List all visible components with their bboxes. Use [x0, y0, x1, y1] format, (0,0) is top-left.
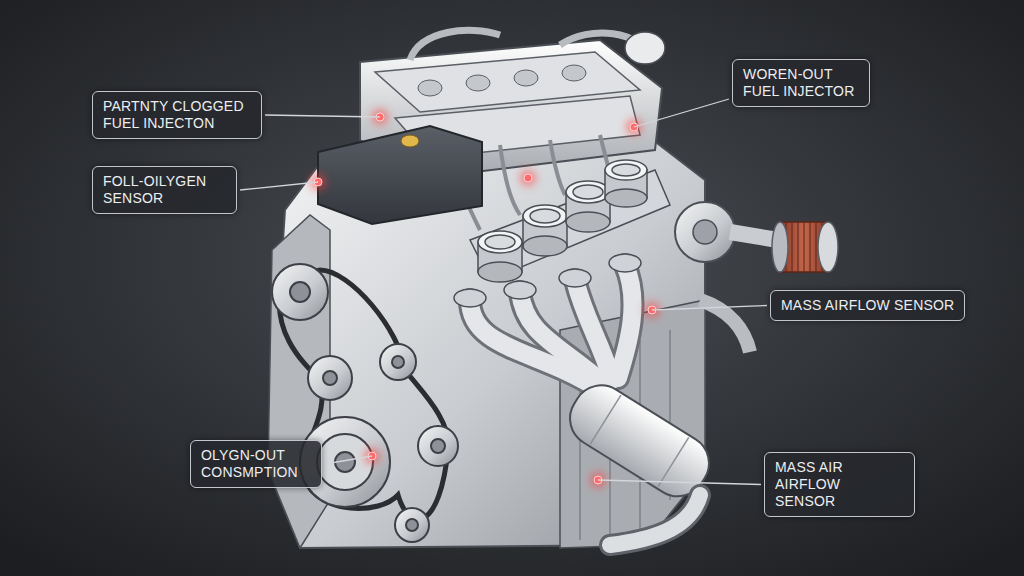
throttle-body	[625, 32, 665, 64]
leader-line	[265, 115, 380, 117]
exhaust-outlet	[610, 495, 700, 545]
pistons	[478, 160, 647, 282]
callout-label: MASS AIRFLOW SENSOR	[781, 297, 954, 314]
callout-box: MASS AIR AIRFLOW SENSOR	[764, 452, 915, 517]
callout-label: PARTNTY CLOGGED FUEL INJECTON	[103, 98, 251, 132]
callout-box: PARTNTY CLOGGED FUEL INJECTON	[92, 91, 262, 139]
turbo-pipe	[700, 300, 750, 352]
pulleys	[272, 264, 458, 542]
leader-line	[598, 480, 761, 485]
oil-cap	[401, 135, 419, 147]
callout-box: WOREN-OUT FUEL INJECTOR	[732, 59, 870, 107]
leader-line	[634, 99, 729, 127]
valve-cover	[318, 126, 482, 224]
air-filter	[772, 222, 838, 272]
turbocharger-hub	[693, 220, 717, 244]
callout-label: FOLL-OILYGEN SENSOR	[103, 173, 226, 207]
leader-line	[240, 182, 318, 190]
callout-label: WOREN-OUT FUEL INJECTOR	[743, 66, 859, 100]
cam-lobes	[418, 65, 586, 96]
warning-dots	[310, 109, 660, 488]
manifold-flanges	[454, 254, 641, 307]
callout-label: MASS AIR AIRFLOW SENSOR	[775, 459, 904, 510]
exhaust-manifold	[470, 265, 633, 390]
leader-line	[325, 456, 372, 464]
callout-box: MASS AIRFLOW SENSOR	[770, 290, 965, 321]
exhaust-outlet	[610, 495, 700, 545]
leader-line	[652, 306, 767, 311]
callout-label: OLYGN-OUT CONSMPTION	[201, 447, 311, 481]
intake-pipe	[730, 232, 778, 240]
callout-box: FOLL-OILYGEN SENSOR	[92, 166, 237, 214]
turbocharger	[675, 202, 735, 262]
callout-box: OLYGN-OUT CONSMPTION	[190, 440, 322, 488]
intake-tubes	[410, 30, 655, 60]
